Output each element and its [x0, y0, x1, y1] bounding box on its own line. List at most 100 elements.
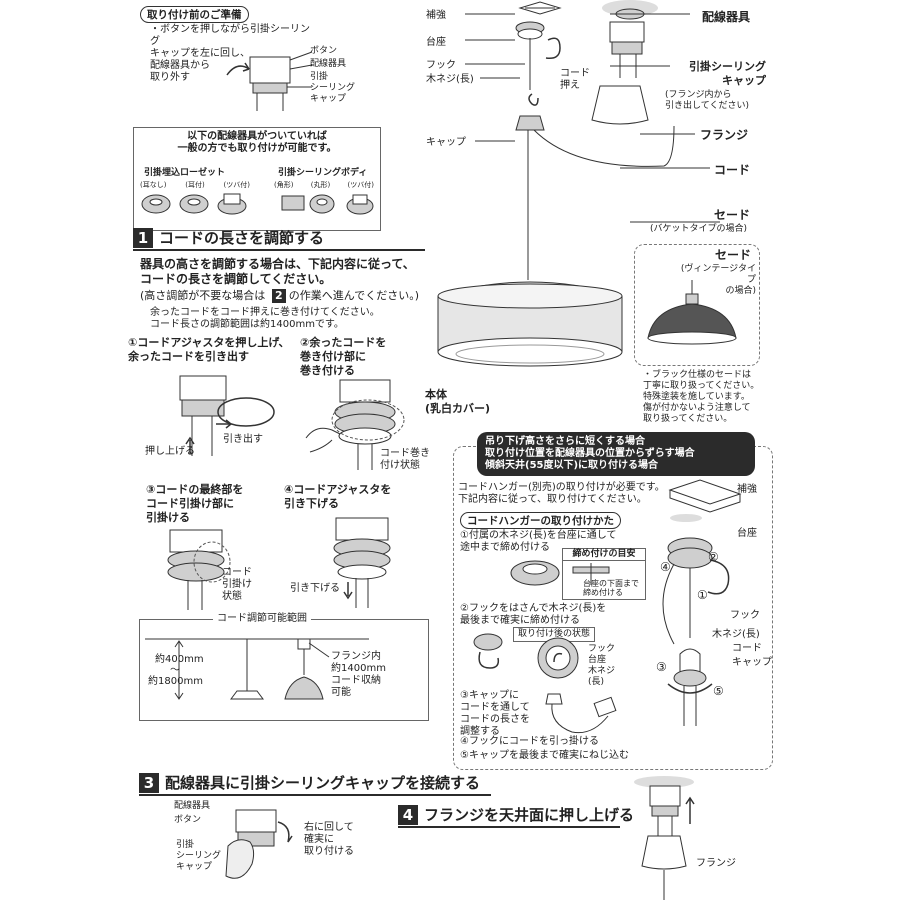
step1-text: ①コードアジャスタを押し上げ、 余ったコードを引き出す [128, 336, 290, 363]
ov-hook: フック [426, 60, 456, 71]
prep-instruction: ・ボタンを押しながら引掛シーリング キャップを左に回し、 配線器具から 取り外す [150, 24, 310, 83]
section3-title: 配線器具に引掛シーリングキャップを接続する [165, 774, 481, 792]
section1-rule [133, 249, 425, 251]
label-pull-down: 引き下げる [290, 583, 340, 594]
ov-body: 本体 (乳白カバー) [425, 388, 491, 415]
vintage-shade-illustration [647, 280, 737, 345]
ov-cap: キャップ [426, 137, 466, 148]
section1-intro: 器具の高さを調節する場合は、下記内容に従って、 コードの長さを調節してください。 [140, 257, 415, 286]
s3-label-button: ボタン [174, 815, 202, 825]
type-label: (耳なし) [140, 181, 167, 189]
type-label: (ツバ付) [223, 181, 250, 189]
hanger-step1-illustration [510, 560, 560, 586]
hanger-right-illustration [662, 479, 742, 726]
type-label: (角形) [274, 181, 294, 189]
hanger-intro: コードハンガー(別売)の取り付けが必要です。 下記内容に従って、取り付けてくださ… [458, 482, 665, 505]
hanger-marker-4: ④ [660, 560, 671, 574]
range-title: コード調節可能範囲 [213, 613, 311, 625]
range-flange-note: フランジ内 約1400mm コード収納 可能 [331, 651, 386, 698]
section3-heading: 3 配線器具に引掛シーリングキャップを接続する [139, 772, 480, 793]
hanger-r-cord: コード [732, 643, 762, 654]
range-tilde: 〜 [170, 665, 180, 676]
guide-box: 締め付けの目安 台座の下面まで 締め付ける [562, 548, 646, 600]
compat-devices-icons [141, 193, 374, 215]
hanger-marker-5: ⑤ [713, 684, 724, 698]
guide-screw-diagram [572, 563, 610, 585]
note-pre: (高さ調節が不要な場合は [140, 289, 266, 302]
step4-text: ④コードアジャスタを 引き下げる [284, 483, 392, 510]
section4-number: 4 [398, 804, 418, 825]
hanger-step4: ④フックにコードを引っ掛ける [460, 736, 599, 747]
hanger-r-hook: フック [730, 610, 760, 621]
compat-group1-title: 引掛埋込ローゼット [144, 168, 226, 178]
compat-box: 以下の配線器具がついていれば 一般の方でも取り付けが可能です。 引掛埋込ローゼッ… [133, 127, 381, 231]
section3-illustration [225, 809, 293, 879]
hanger-step2-illustration [473, 633, 579, 679]
range-diagram [145, 638, 369, 700]
hanger-step1: ①付属の木ネジ(長)を台座に通して 途中まで締め付ける [460, 530, 617, 553]
ov-ceiling-cap-note: (フランジ内から 引き出してください) [665, 90, 749, 111]
ov-cord-holder: コード 押え [560, 68, 590, 91]
s3-note: 右に回して 確実に 取り付ける [304, 822, 354, 857]
label-hooked: コード 引掛け 状態 [222, 567, 252, 602]
hanger-r-cap: キャップ [732, 657, 772, 668]
ov-ceiling-cap: 引掛シーリング キャップ [689, 60, 766, 87]
ov-cord: コード [714, 163, 751, 177]
ov-flange: フランジ [700, 128, 749, 142]
step3-text: ③コードの最終部を コード引掛け部に 引掛ける [146, 483, 244, 524]
note-num: 2 [271, 289, 286, 303]
prep-illustration [226, 51, 313, 111]
s4-flange: フランジ [696, 858, 736, 869]
s3-label-cap: 引掛 シーリング キャップ [176, 840, 222, 872]
type-label: (ツバ付) [347, 181, 374, 189]
section4-heading: 4 フランジを天井面に押し上げる [398, 804, 634, 825]
vintage-shade-box [634, 244, 760, 366]
prep-label-button: ボタン [310, 46, 338, 56]
step2-text: ②余ったコードを 巻き付け部に 巻き付ける [300, 336, 387, 377]
label-push-up: 押し上げる [145, 446, 195, 457]
prep-label-cap: 引掛 シーリング キャップ [310, 72, 356, 104]
hanger-r-reinforce: 補強 [737, 484, 757, 495]
s3-label-wiring: 配線器具 [174, 801, 211, 811]
guide-note: 台座の下面まで 締め付ける [583, 579, 639, 597]
ov-shade: セード [713, 208, 750, 222]
hanger-howto: コードハンガーの取り付けかた [460, 512, 621, 529]
ov-shade2: セード [715, 248, 752, 262]
label-wound: コード巻き 付け状態 [380, 448, 430, 471]
ov-wiring: 配線器具 [702, 10, 751, 24]
hanger-r-screw: 木ネジ(長) [712, 629, 760, 640]
prep-title: 取り付け前のご準備 [140, 6, 249, 23]
hanger-after-labels: フック 台座 木ネジ (長) [588, 644, 616, 687]
hanger-marker-3: ③ [656, 660, 667, 674]
prep-label-wiring: 配線器具 [310, 59, 347, 69]
step1-illustration [179, 375, 275, 456]
compat-title: 以下の配線器具がついていれば 一般の方でも取り付けが可能です。 [177, 131, 337, 154]
ov-leader-lines [465, 13, 720, 223]
section1-note2: 余ったコードをコード押えに巻き付けてください。 コード長さの調節範囲は約1400… [150, 307, 380, 330]
ov-reinforce: 補強 [426, 10, 446, 21]
section4-illustration [634, 776, 695, 900]
ov-screw: 木ネジ(長) [426, 74, 474, 85]
hanger-step3: ③キャップに コードを通して コードの長さを 調整する [460, 690, 530, 737]
compat-group1-types: (耳なし) (耳付) (ツバ付) [140, 180, 250, 190]
hanger-header: 吊り下げ高さをさらに短くする場合 取り付け位置を配線器具の位置からずらす場合 傾… [477, 432, 755, 476]
ov-base: 台座 [426, 37, 446, 48]
section3-rule [139, 794, 491, 796]
section4-title: フランジを天井面に押し上げる [424, 806, 635, 824]
section3-number: 3 [139, 772, 159, 793]
ov-black-note: ・ブラック仕様のセードは 丁寧に取り扱ってください。 特殊塗装を施しています。 … [643, 370, 760, 424]
hanger-step5: ⑤キャップを最後まで確実にねじ込む [460, 750, 629, 761]
compat-group2-title: 引掛シーリングボディ [278, 168, 368, 178]
section1-number: 1 [133, 227, 153, 248]
label-pull-out: 引き出す [223, 434, 263, 445]
section1-title: コードの長さを調節する [159, 229, 325, 247]
step2-illustration [305, 379, 405, 470]
section1-heading: 1 コードの長さを調節する [133, 227, 324, 248]
range-min: 約400mm [155, 654, 204, 665]
step4-illustration [333, 517, 391, 608]
note-post: の作業へ進んでください。) [288, 289, 420, 302]
lamp-body-illustration [437, 281, 623, 367]
type-label: (耳付) [185, 181, 205, 189]
hanger-marker-1: ① [697, 588, 708, 602]
